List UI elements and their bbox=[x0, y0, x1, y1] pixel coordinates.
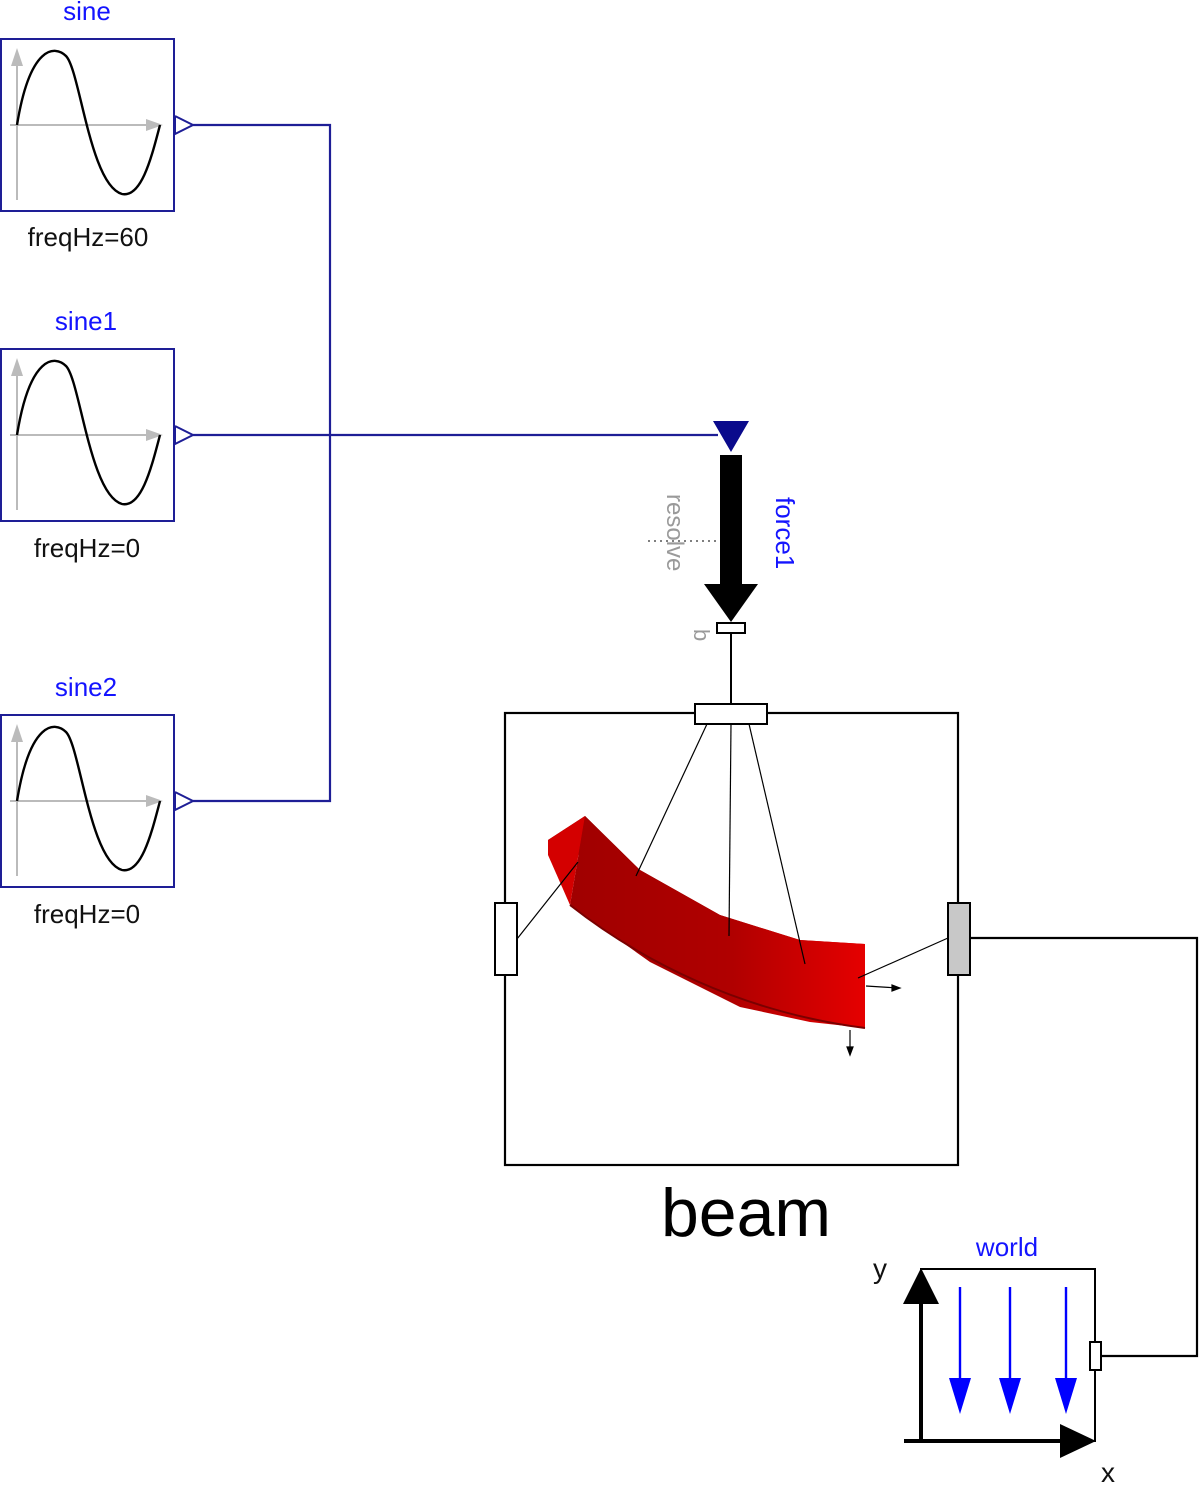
beam-block[interactable]: beam bbox=[494, 703, 971, 1251]
sine1-block[interactable]: sine1 freqHz=0 bbox=[0, 306, 196, 563]
beam-top-port[interactable] bbox=[694, 703, 768, 725]
world-name-label: world bbox=[975, 1232, 1038, 1262]
signal-wires[interactable] bbox=[193, 123, 718, 803]
sine1-param-label: freqHz=0 bbox=[34, 533, 140, 563]
world-y-label: y bbox=[873, 1253, 887, 1284]
wire-sine[interactable] bbox=[193, 123, 332, 435]
world-frame-port[interactable] bbox=[1089, 1341, 1102, 1371]
world-x-arrow-icon bbox=[1060, 1424, 1096, 1458]
sine2-param-label: freqHz=0 bbox=[34, 899, 140, 929]
gravity-arrows-icon bbox=[949, 1287, 1077, 1414]
world-x-label: x bbox=[1101, 1457, 1115, 1485]
wire-sine2[interactable] bbox=[193, 435, 332, 803]
beam-frame-a-port[interactable] bbox=[494, 902, 518, 976]
sine-output-port[interactable] bbox=[174, 115, 196, 136]
frame-b-port[interactable] bbox=[716, 622, 746, 634]
resolve-label: resolve bbox=[661, 494, 688, 571]
beam-frame-b-port[interactable] bbox=[947, 902, 971, 976]
beam-3d-icon bbox=[548, 816, 866, 1029]
beam-name-label: beam bbox=[661, 1175, 831, 1251]
sine-name-label: sine bbox=[63, 0, 111, 26]
sine1-output-port[interactable] bbox=[174, 425, 196, 446]
world-block[interactable]: world y x bbox=[873, 1232, 1115, 1485]
force-arrow-shaft bbox=[720, 455, 742, 585]
sine-wave-icon bbox=[10, 724, 163, 876]
sine-block[interactable]: sine freqHz=60 bbox=[0, 0, 196, 252]
sine2-block[interactable]: sine2 freqHz=0 bbox=[0, 672, 196, 929]
wire-beam-to-world[interactable] bbox=[970, 936, 1199, 1358]
sine-param-label: freqHz=60 bbox=[28, 222, 149, 252]
sine2-name-label: sine2 bbox=[55, 672, 117, 702]
world-y-arrow-icon bbox=[903, 1268, 939, 1304]
beam-link-lines bbox=[516, 723, 949, 979]
sine1-name-label: sine1 bbox=[55, 306, 117, 336]
force1-name-label: force1 bbox=[770, 497, 800, 569]
force1-block[interactable]: resolve force1 b bbox=[648, 421, 800, 641]
beam-end-face bbox=[548, 816, 585, 905]
sine-wave-icon bbox=[10, 48, 163, 200]
world-block-frame bbox=[920, 1268, 1096, 1442]
beam-front-face bbox=[570, 816, 865, 1028]
force-arrow-head bbox=[704, 584, 758, 622]
sine-wave-icon bbox=[10, 358, 163, 510]
sine2-output-port[interactable] bbox=[174, 791, 196, 812]
force-input-port[interactable] bbox=[713, 421, 749, 452]
frame-b-label: b bbox=[689, 629, 714, 641]
beam-frame-axes-icon bbox=[846, 984, 902, 1057]
